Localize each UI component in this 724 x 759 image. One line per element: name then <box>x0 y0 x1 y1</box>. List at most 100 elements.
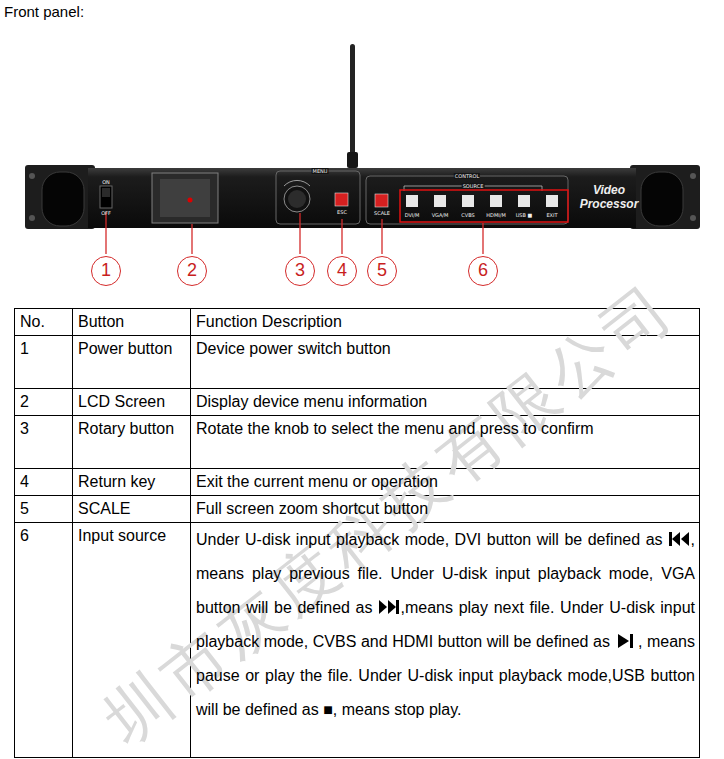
cell-text: SCALE <box>78 500 130 517</box>
table-rule <box>14 308 15 758</box>
knob-arc <box>284 180 310 186</box>
source-button <box>518 195 530 207</box>
icon-shape <box>672 532 680 546</box>
source-button <box>490 195 502 207</box>
leader-line <box>482 223 483 254</box>
cell-text: Rotate the knob to select the menu and p… <box>196 420 594 437</box>
lcd-screen <box>160 179 210 217</box>
antenna-base <box>347 152 358 168</box>
panel-label: EXIT <box>546 212 557 218</box>
scale-button <box>375 194 388 207</box>
table-cell: LCD Screen <box>73 389 190 415</box>
rack-hole <box>29 173 35 179</box>
table-cell: 6 <box>15 523 72 549</box>
table-cell: 3 <box>15 416 72 442</box>
lcd-bezel <box>152 173 218 223</box>
panel-label: MENU <box>312 168 329 174</box>
power-switch <box>100 186 112 208</box>
panel-label: SCALE <box>374 210 390 216</box>
table-cell: Exit the current menu or operation <box>191 469 700 495</box>
table-rule <box>72 308 73 758</box>
next-icon <box>378 599 400 615</box>
menu-panel <box>276 171 360 224</box>
cell-text: No. <box>20 313 45 330</box>
callout-number: 5 <box>367 256 397 286</box>
cell-text: 3 <box>20 420 29 437</box>
esc-button <box>335 193 348 206</box>
handle <box>42 172 84 226</box>
source-button <box>462 195 474 207</box>
rack-hole <box>690 215 696 221</box>
marker-dot <box>188 198 193 203</box>
table-cell: Power button <box>73 336 190 362</box>
panel-label: ESC <box>337 209 347 215</box>
panel-label: CVBS <box>461 212 474 218</box>
rotary-knob-cap <box>288 190 306 208</box>
play-icon <box>615 633 637 649</box>
cell-text: Under U-disk input playback mode, DVI bu… <box>196 531 663 548</box>
cell-text: 4 <box>20 473 29 490</box>
icon-shape <box>396 600 399 614</box>
table-cell: 1 <box>15 336 72 362</box>
icon-shape <box>669 532 672 546</box>
callout-number: 1 <box>91 256 121 286</box>
rotary-knob <box>284 186 310 212</box>
table-cell: Input source <box>73 523 190 549</box>
table-cell: Under U-disk input playback mode, DVI bu… <box>191 523 700 727</box>
rack-ear <box>630 165 700 229</box>
table-cell: 5 <box>15 496 72 522</box>
panel-label: ON <box>102 179 110 185</box>
cell-text: Input source <box>78 527 166 544</box>
icon-shape <box>618 634 629 648</box>
table-cell: 2 <box>15 389 72 415</box>
source-button <box>434 195 446 207</box>
table-cell: 4 <box>15 469 72 495</box>
cell-text: Device power switch button <box>196 340 391 357</box>
table-rule <box>14 468 700 469</box>
panel-label: HDMI/M <box>486 212 505 218</box>
callout-number: 6 <box>468 256 498 286</box>
panel-label: USB ■ <box>516 212 533 218</box>
cell-text: 5 <box>20 500 29 517</box>
callout-number: 3 <box>285 256 315 286</box>
page-heading: Front panel: <box>4 3 84 21</box>
table-cell: Button <box>73 309 190 335</box>
cell-text: Power button <box>78 340 172 357</box>
device-body <box>88 168 636 228</box>
panel-label: DVI/M <box>405 212 420 218</box>
brand-label: Video Processor <box>576 183 642 211</box>
leader-lines <box>106 212 483 254</box>
table-rule <box>699 308 700 758</box>
cell-text: 2 <box>20 393 29 410</box>
cell-text: Full screen zoom shortcut button <box>196 500 428 517</box>
prev-icon <box>668 531 690 547</box>
cell-text: Exit the current menu or operation <box>196 473 438 490</box>
cell-text: Rotary button <box>78 420 174 437</box>
table-rule <box>14 757 700 758</box>
table-rule <box>14 415 700 416</box>
cell-text: Display device menu information <box>196 393 427 410</box>
icon-shape <box>379 600 387 614</box>
source-button <box>406 195 418 207</box>
control-panel <box>366 176 568 224</box>
leader-line <box>381 219 382 254</box>
handle <box>641 172 683 226</box>
icon-shape <box>630 634 633 648</box>
source-highlight <box>400 190 568 222</box>
cell-text: 1 <box>20 340 29 357</box>
power-rocker <box>102 188 110 197</box>
table-cell: Rotary button <box>73 416 190 442</box>
table-cell: Display device menu information <box>191 389 700 415</box>
cell-text: Return key <box>78 473 155 490</box>
cell-text: Function Description <box>196 313 342 330</box>
table-cell: SCALE <box>73 496 190 522</box>
leader-line <box>299 213 300 254</box>
panel-label: CONTROL <box>454 173 480 179</box>
icon-shape <box>388 600 396 614</box>
table-cell: Rotate the knob to select the menu and p… <box>191 416 700 442</box>
cell-text: 6 <box>20 527 29 544</box>
cell-text: LCD Screen <box>78 393 165 410</box>
table-cell: Device power switch button <box>191 336 700 362</box>
leader-line <box>341 219 342 254</box>
